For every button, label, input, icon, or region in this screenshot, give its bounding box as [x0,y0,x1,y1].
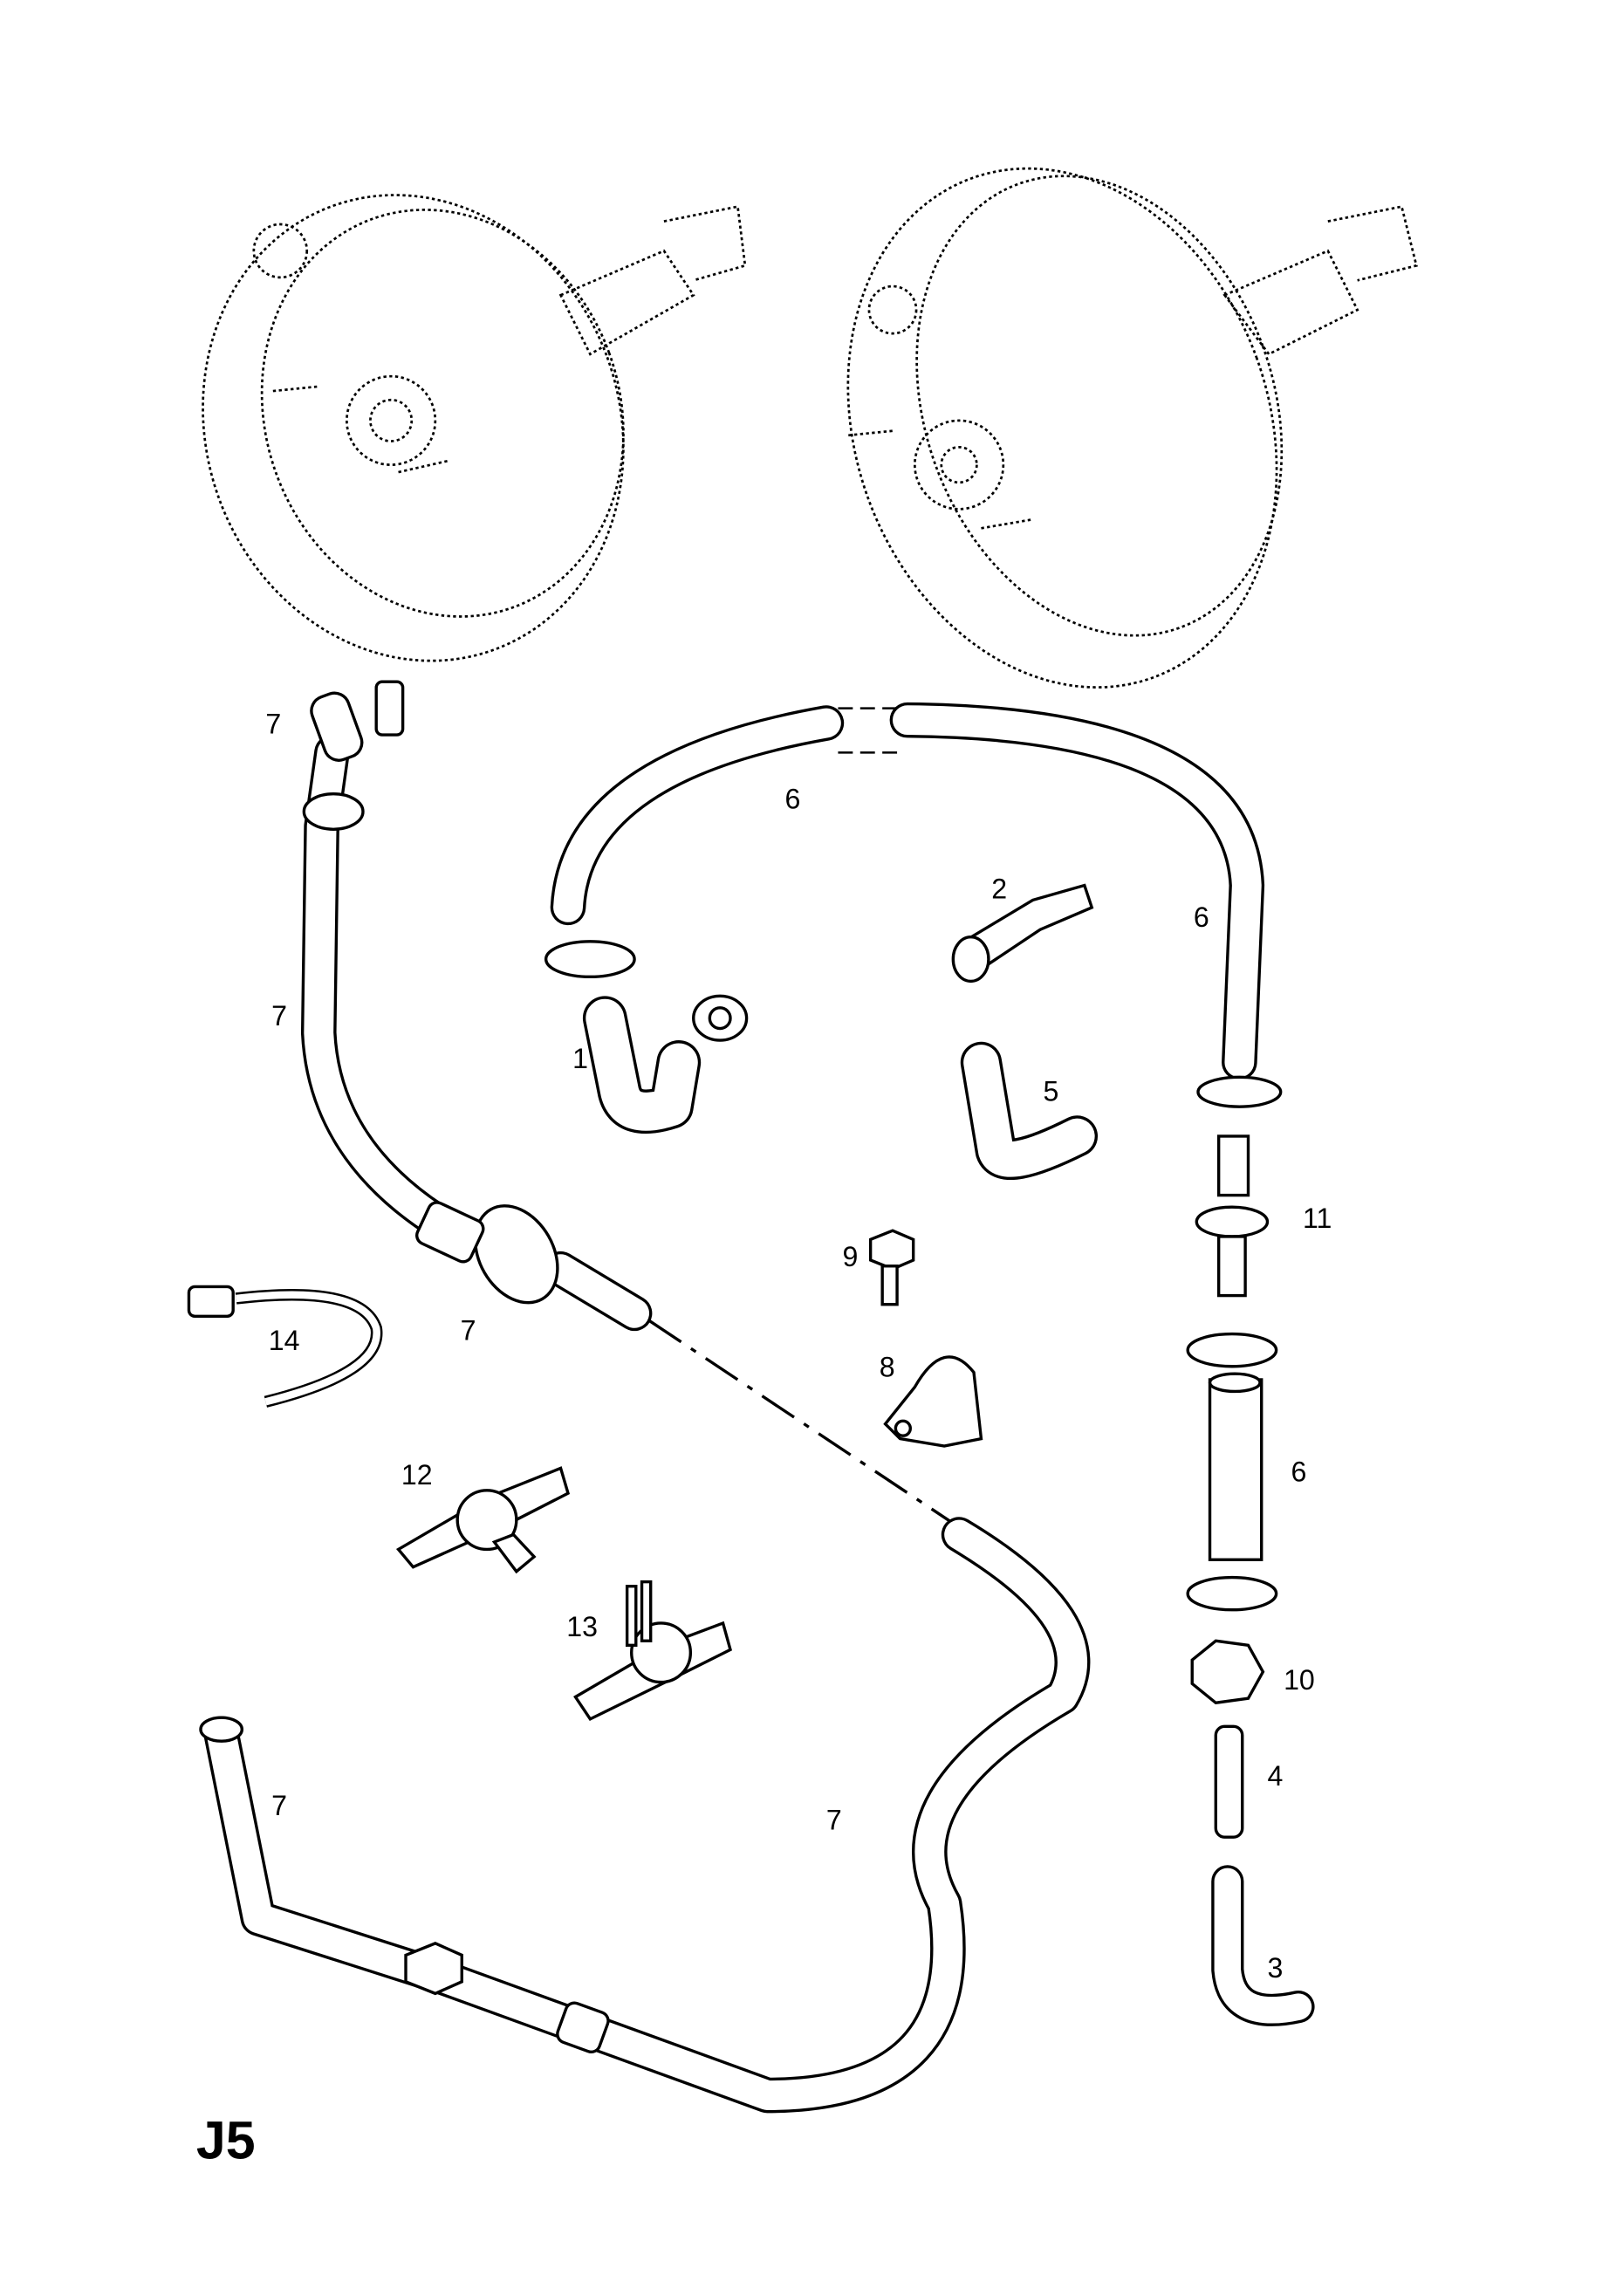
callout-7: 7 [461,1314,476,1346]
callout-9: 9 [843,1241,859,1272]
connector-4 [1214,1724,1244,1839]
callout-7: 7 [265,708,281,739]
callout-5: 5 [1043,1075,1058,1107]
callout-8: 8 [880,1352,895,1383]
bracket-8 [883,1355,983,1448]
elbow-pipe-3 [1211,1865,1315,2026]
callout-13: 13 [566,1611,598,1642]
hose-clip-14 [187,1285,383,1408]
callout-7: 7 [826,1805,842,1836]
callout-6: 6 [1291,1456,1307,1488]
elbow-connector-1 [582,994,749,1134]
callout-6: 6 [1194,901,1209,933]
callout-4: 4 [1267,1760,1283,1792]
elbow-connector-5 [960,1041,1099,1181]
callout-10: 10 [1284,1664,1315,1696]
diagram-code: J5 [196,2111,256,2170]
connector-2 [951,883,1094,984]
callout-1: 1 [572,1043,588,1074]
t-connector-13 [573,1580,733,1722]
check-valve-11 [1195,1134,1270,1298]
callout-6: 6 [785,784,801,815]
callout-11: 11 [1303,1203,1332,1234]
bolt-9 [868,1229,915,1306]
callout-12: 12 [401,1459,433,1491]
vacuum-hose-7 [199,680,1091,2114]
callout-7: 7 [271,1790,287,1821]
hose-clamp [544,940,1283,1612]
nut-10 [1190,1639,1265,1705]
callout-2: 2 [991,874,1007,905]
vacuum-hose-6-upper [550,702,1265,1080]
hose-section-6 [1208,1372,1263,1561]
t-connector-12 [395,1466,571,1574]
brake-booster-right [846,167,1418,689]
callout-14: 14 [269,1325,300,1356]
callout-3: 3 [1267,1952,1283,1984]
brake-booster-left [202,194,747,662]
callout-7: 7 [271,1000,287,1031]
